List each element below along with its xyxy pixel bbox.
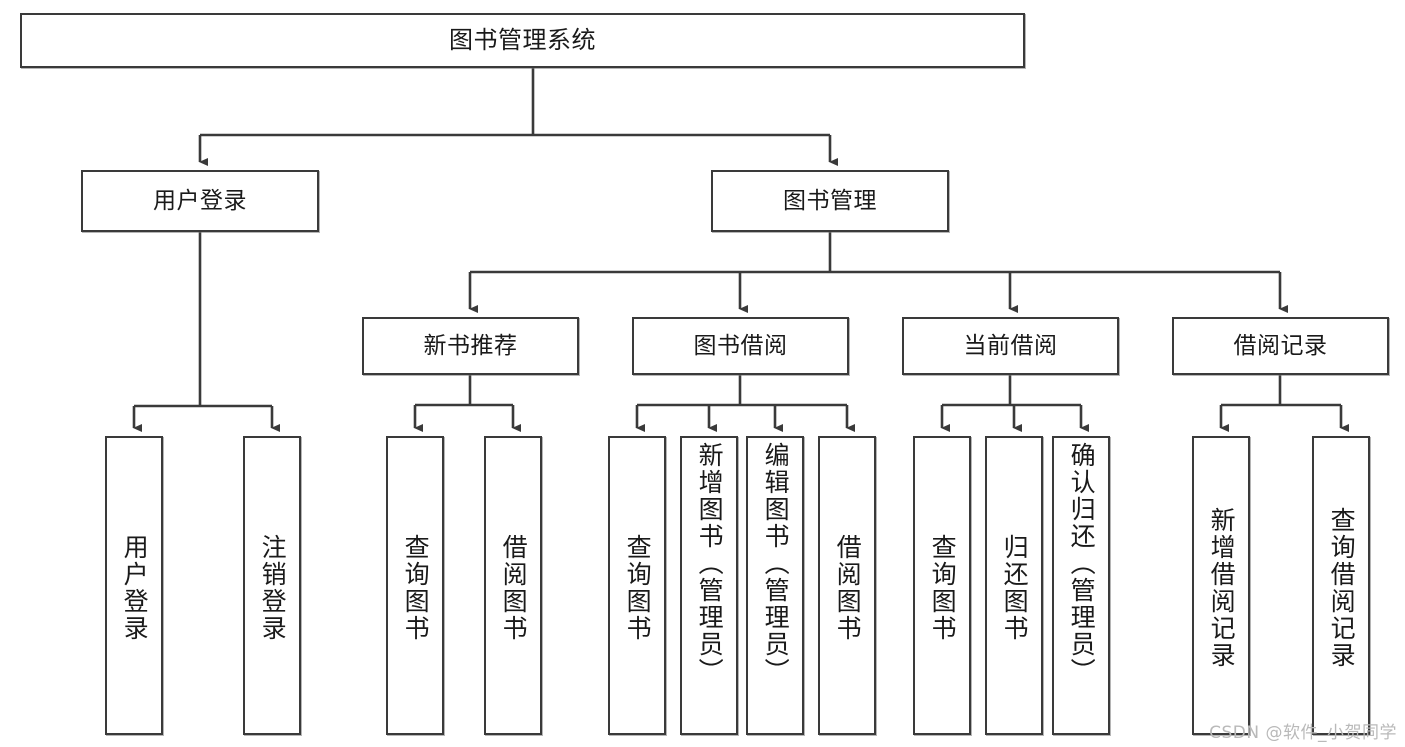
node-book-borrow[interactable]: 图书借阅 bbox=[632, 317, 849, 375]
node-borrow-record-label: 借阅记录 bbox=[1233, 332, 1328, 359]
node-leaf-logout[interactable]: 注销登录 bbox=[243, 436, 301, 735]
node-leaf-add-borrow-record[interactable]: 新增借阅记录 bbox=[1192, 436, 1250, 735]
node-leaf-query-book-1-label: 查询图书 bbox=[401, 533, 431, 642]
node-current-borrow[interactable]: 当前借阅 bbox=[902, 317, 1119, 375]
node-leaf-add-book-admin[interactable]: 新增图书（管理员） bbox=[680, 436, 738, 735]
node-root-label: 图书管理系统 bbox=[449, 25, 596, 54]
node-leaf-edit-book-admin[interactable]: 编辑图书（管理员） bbox=[746, 436, 804, 735]
node-leaf-return-book[interactable]: 归还图书 bbox=[985, 436, 1043, 735]
node-book-manage-label: 图书管理 bbox=[783, 187, 877, 214]
node-leaf-borrow-book-2[interactable]: 借阅图书 bbox=[818, 436, 876, 735]
node-leaf-query-book-3-label: 查询图书 bbox=[928, 533, 958, 642]
node-book-borrow-label: 图书借阅 bbox=[693, 332, 788, 359]
node-leaf-edit-book-admin-label: 编辑图书（管理员） bbox=[761, 442, 791, 685]
node-leaf-query-book-1[interactable]: 查询图书 bbox=[386, 436, 444, 735]
node-leaf-query-book-2[interactable]: 查询图书 bbox=[608, 436, 666, 735]
node-leaf-add-borrow-record-label: 新增借阅记录 bbox=[1207, 506, 1237, 669]
node-root[interactable]: 图书管理系统 bbox=[20, 13, 1025, 68]
node-leaf-query-book-3[interactable]: 查询图书 bbox=[913, 436, 971, 735]
node-leaf-confirm-return-admin[interactable]: 确认归还（管理员） bbox=[1052, 436, 1110, 735]
node-leaf-add-book-admin-label: 新增图书（管理员） bbox=[695, 442, 725, 685]
node-leaf-query-book-2-label: 查询图书 bbox=[623, 533, 653, 642]
node-new-book-recommend[interactable]: 新书推荐 bbox=[362, 317, 579, 375]
node-leaf-user-login-label: 用户登录 bbox=[120, 533, 150, 642]
node-leaf-query-borrow-record-label: 查询借阅记录 bbox=[1327, 506, 1357, 669]
node-leaf-borrow-book-1[interactable]: 借阅图书 bbox=[484, 436, 542, 735]
node-new-book-recommend-label: 新书推荐 bbox=[423, 332, 518, 359]
node-current-borrow-label: 当前借阅 bbox=[963, 332, 1058, 359]
node-leaf-user-login[interactable]: 用户登录 bbox=[105, 436, 163, 735]
node-leaf-borrow-book-2-label: 借阅图书 bbox=[833, 533, 863, 642]
node-leaf-logout-label: 注销登录 bbox=[258, 533, 288, 642]
node-leaf-borrow-book-1-label: 借阅图书 bbox=[499, 533, 529, 642]
node-borrow-record[interactable]: 借阅记录 bbox=[1172, 317, 1389, 375]
node-leaf-query-borrow-record[interactable]: 查询借阅记录 bbox=[1312, 436, 1370, 735]
node-book-manage[interactable]: 图书管理 bbox=[711, 170, 949, 232]
node-leaf-return-book-label: 归还图书 bbox=[1000, 533, 1030, 642]
node-user-login[interactable]: 用户登录 bbox=[81, 170, 319, 232]
node-user-login-label: 用户登录 bbox=[153, 187, 247, 214]
node-leaf-confirm-return-admin-label: 确认归还（管理员） bbox=[1067, 442, 1097, 685]
